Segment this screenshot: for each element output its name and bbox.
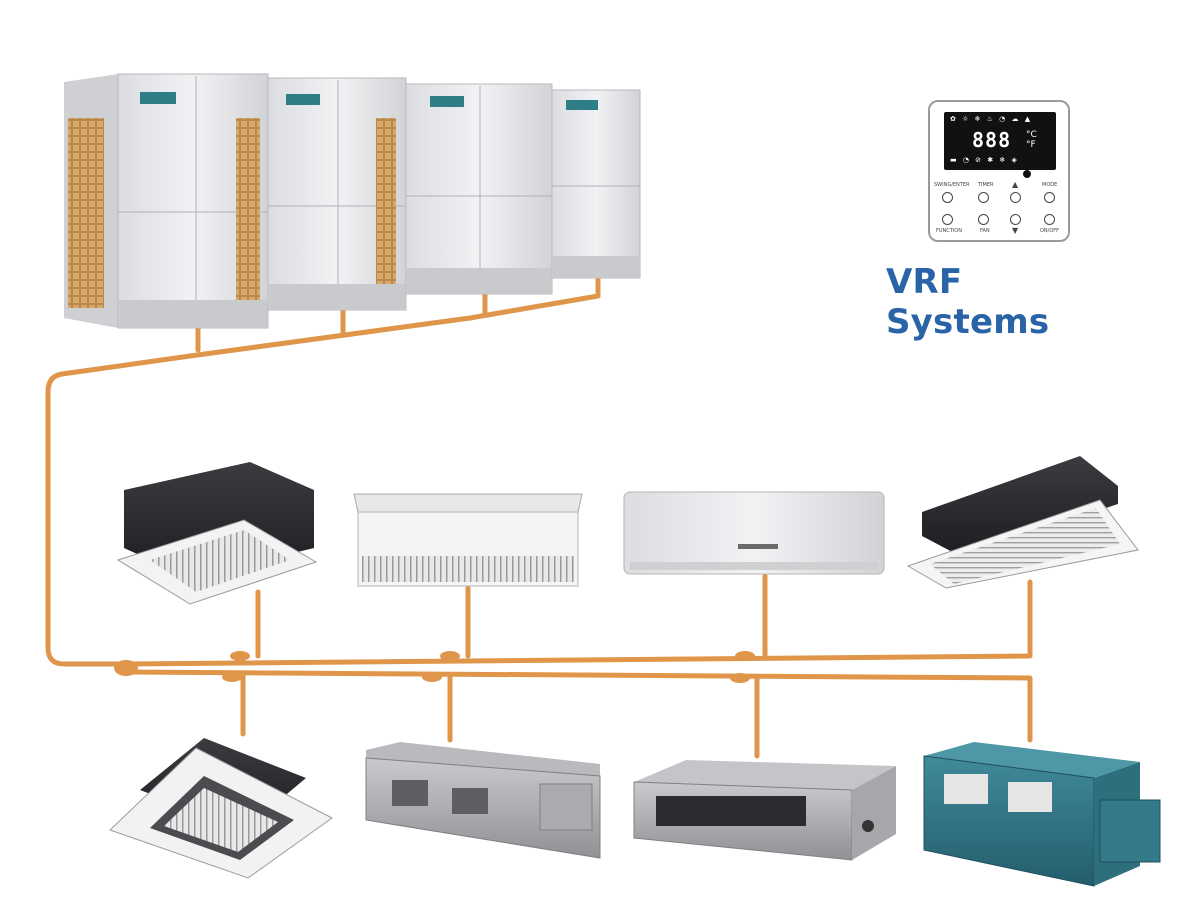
wall-mounted-unit: [623, 491, 885, 575]
function-button: [942, 214, 953, 225]
fan-button: [978, 214, 989, 225]
label-function: FUNCTION: [936, 228, 962, 234]
indoor-units-upper: [116, 456, 1139, 605]
label-on-off: ON/OFF: [1040, 228, 1060, 234]
lcd-status-icons: ✿ ☼ ❄ ♨ ◔ ☁ ▲: [950, 115, 1033, 123]
up-button: [1010, 192, 1021, 203]
pipe-lower-header: [117, 669, 1033, 743]
lcd-temperature-digits: 888: [972, 128, 1012, 152]
high-static-duct-unit: [365, 742, 601, 859]
label-up-arrow: ▲: [1012, 180, 1019, 189]
down-button: [1010, 214, 1021, 225]
remote-lcd-display: ✿ ☼ ❄ ♨ ◔ ☁ ▲ 888 °C °F ▬ ◔ ⊘ ✱ ❄ ◈: [944, 112, 1056, 170]
lcd-unit-labels: °C °F: [1026, 130, 1037, 150]
compact-cassette-unit: [109, 738, 333, 879]
indoor-units-lower: [109, 738, 1161, 887]
label-down-arrow: ▼: [1012, 226, 1019, 235]
outdoor-unit-3: [405, 83, 553, 295]
swing-enter-button: [942, 192, 953, 203]
label-timer: TIMER: [978, 182, 994, 188]
four-way-cassette-unit: [116, 462, 318, 605]
on-off-button: [1044, 214, 1055, 225]
diagram-title: VRF Systems: [886, 262, 1050, 342]
timer-button: [978, 192, 989, 203]
slim-duct-unit: [633, 760, 896, 861]
label-fan: FAN: [980, 228, 990, 234]
outdoor-unit-1: [64, 73, 269, 329]
pipe-joints: [114, 651, 755, 683]
outdoor-units: [64, 73, 641, 329]
mode-button: [1044, 192, 1055, 203]
remote-sensor-dot: [1023, 170, 1031, 178]
one-way-cassette-unit: [906, 456, 1139, 589]
outdoor-unit-2: [267, 77, 407, 311]
lcd-mode-icons: ▬ ◔ ⊘ ✱ ❄ ◈: [950, 156, 1019, 164]
refrigerant-piping: [45, 269, 1033, 759]
pipe-main-trunk: [45, 293, 601, 667]
label-mode: MODE: [1042, 182, 1058, 188]
wired-remote-controller: ✿ ☼ ❄ ♨ ◔ ☁ ▲ 888 °C °F ▬ ◔ ⊘ ✱ ❄ ◈ SWIN…: [928, 100, 1070, 242]
large-duct-unit: [923, 742, 1161, 887]
pipe-upper-header: [117, 579, 1033, 667]
ceiling-floor-unit: [353, 493, 583, 587]
label-swing-enter: SWING/ENTER: [934, 182, 970, 188]
outdoor-unit-4: [551, 89, 641, 279]
